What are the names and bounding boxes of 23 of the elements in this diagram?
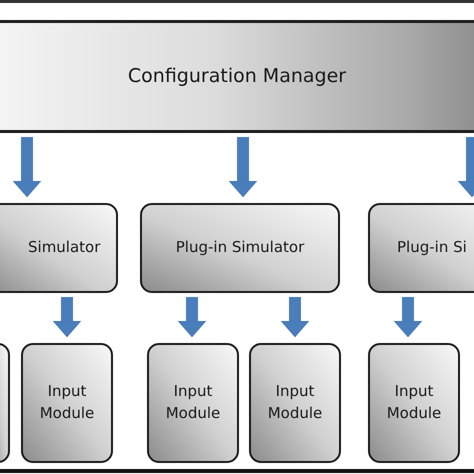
arrow — [394, 297, 422, 338]
module-box — [21, 343, 113, 463]
title-text: Configuration Manager — [128, 64, 346, 89]
box-label: Plug-in Simulator — [176, 237, 304, 258]
module-box — [368, 343, 460, 463]
arrow — [12, 137, 42, 198]
box-label: Simulator — [28, 237, 100, 258]
arrow — [228, 137, 258, 198]
simulator-box — [140, 203, 340, 293]
module-box — [249, 343, 341, 463]
box-label: Input Module — [266, 381, 324, 424]
box-label: Input Module — [386, 381, 442, 424]
box-label: Input Module — [38, 381, 96, 424]
simulator-box — [368, 203, 474, 293]
box-label: Plug-in Si — [397, 237, 467, 258]
module-box — [147, 343, 239, 463]
arrow — [280, 297, 310, 338]
arrow — [52, 297, 82, 338]
box-label: Input Module — [164, 381, 222, 424]
simulator-box — [0, 203, 118, 293]
arrow — [178, 297, 206, 338]
arrow — [458, 137, 474, 198]
manager-bar — [0, 20, 474, 133]
